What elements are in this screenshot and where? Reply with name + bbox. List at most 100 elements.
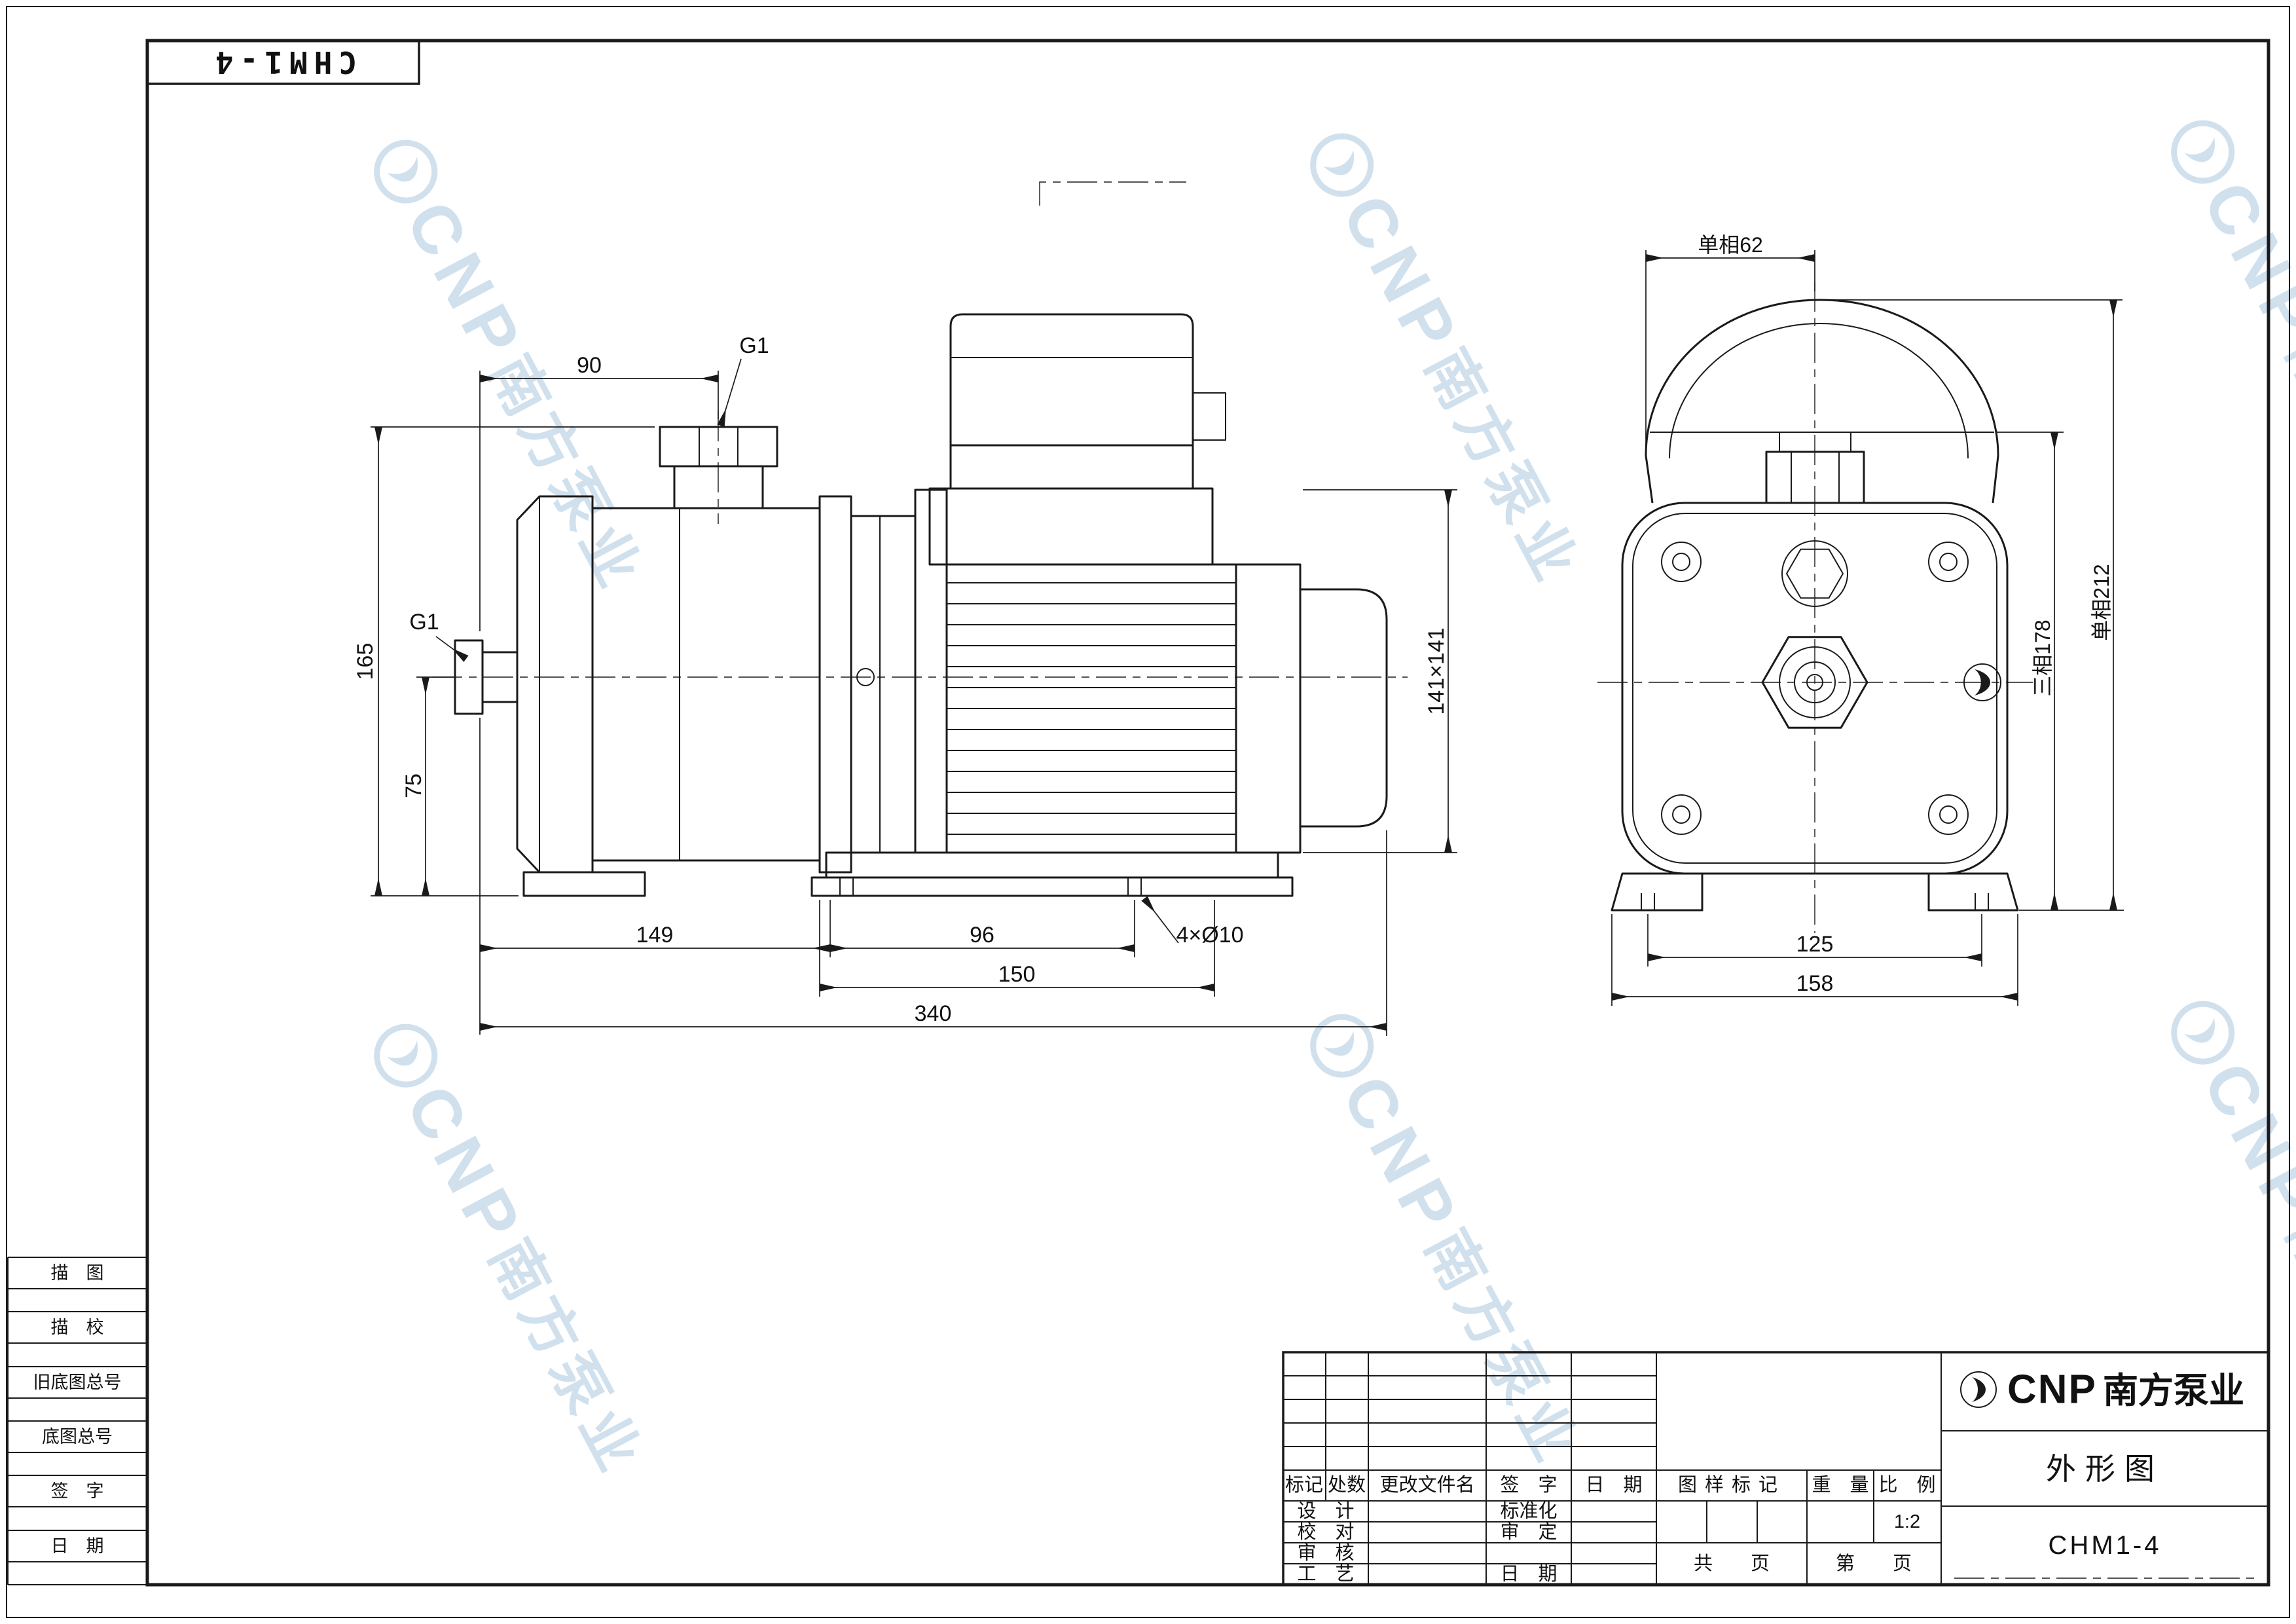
dim-62-extensions <box>1645 250 1815 451</box>
dim-165-extensions <box>371 426 655 896</box>
watermark-3: CNP 南方泵业 <box>2171 120 2296 583</box>
cnp-mark-drop <box>1975 669 1990 695</box>
rev-file-header: 更改文件名 <box>1379 1474 1474 1496</box>
rev-date-header: 日 期 <box>1585 1475 1642 1496</box>
left-margin-strip: 描 图 描 校 旧底图总号 底图总号 签 字 日 期 <box>7 1257 147 1585</box>
bolt-bottom-left-inner <box>1672 805 1690 824</box>
cnp-mark-circle <box>1963 663 2001 701</box>
dim-96: 96 <box>830 900 1135 957</box>
motor-end-cap <box>1299 588 1388 828</box>
title-block: 标记 处数 更改文件名 签 字 日 期 设 计 校 对 审 核 工 艺 标准化 … <box>1282 1351 2270 1586</box>
watermark-4: CNP 南方泵业 <box>374 1024 655 1486</box>
watermark-brand: CNP <box>2189 1051 2296 1238</box>
strip-label-old-base-no: 旧底图总号 <box>33 1373 122 1392</box>
watermark-5: CNP 南方泵业 <box>1310 1014 1592 1476</box>
cnp-drop-icon <box>1323 150 1355 175</box>
dim-single-phase-212: 单相212 <box>1833 299 2123 910</box>
watermark-1: CNP 南方泵业 <box>374 139 655 602</box>
dim-g1-left: G1 <box>409 610 469 662</box>
cnp-logo-icon <box>374 1024 438 1088</box>
dim-g1-top-label: G1 <box>739 333 769 358</box>
motor-rear-housing <box>1235 563 1302 854</box>
dim-141x141: 141×141 <box>1303 489 1457 853</box>
front-foot-slots <box>1641 893 1989 910</box>
dim-bolt-holes-label: 4×Ø10 <box>1176 923 1243 948</box>
dim-bolt-holes: 4×Ø10 <box>1141 896 1244 948</box>
role-process: 工 艺 <box>1297 1563 1354 1585</box>
inner-frame <box>145 39 2270 1587</box>
upper-plug-hex <box>1786 548 1844 599</box>
discharge-hex-nut <box>659 426 778 468</box>
front-foot-right <box>1927 872 2019 912</box>
doc-code-border <box>146 39 420 85</box>
rev-count-header: 处数 <box>1328 1474 1366 1496</box>
dim-340: 340 <box>480 830 1387 1036</box>
pump-foot <box>522 871 646 897</box>
dim-158-extensions <box>1611 914 2018 1006</box>
terminal-box-lower <box>949 444 1194 490</box>
drawing-title: 外形图 <box>2046 1452 2164 1486</box>
company-logo-drop-icon <box>1972 1377 1986 1402</box>
scale-value: 1:2 <box>1894 1511 1920 1532</box>
discharge-hex-facets <box>699 427 738 466</box>
dim-141-label: 141×141 <box>1424 627 1449 714</box>
bolt-bottom-right <box>1928 794 1969 835</box>
bolt-bottom-right-inner <box>1939 805 1958 824</box>
role-date: 日 期 <box>1500 1564 1557 1585</box>
title-block-border <box>1282 1351 2270 1586</box>
shaft-circle-outer <box>1779 646 1851 718</box>
watermark-brand: CNP <box>392 1074 539 1261</box>
motor-base-plate <box>811 876 1294 897</box>
rev-mark-header: 标记 <box>1285 1474 1323 1496</box>
dim-150: 150 <box>819 900 1215 997</box>
dim-75: 75 <box>401 676 455 896</box>
doc-code-text: CHM1-4 <box>209 45 357 80</box>
outer-border <box>6 6 2290 1618</box>
dim-125-label: 125 <box>1796 932 1834 957</box>
role-approve: 审 定 <box>1500 1521 1557 1543</box>
cnp-drop-icon <box>2184 1018 2215 1043</box>
watermark-brand-cn: 南方泵业 <box>477 345 655 602</box>
dim-178-label: 三相178 <box>2031 619 2054 696</box>
terminal-box-phantom-line <box>1039 181 1186 206</box>
front-foot-left <box>1611 872 1704 912</box>
front-view-dimensions: 单相62 三相178 单相212 125 158 <box>1611 233 2124 1006</box>
pump-side-view: 90 G1 G1 165 75 14 <box>353 181 1457 1036</box>
bolt-bottom-left <box>1661 794 1702 835</box>
dim-90: 90 <box>479 353 719 631</box>
cnp-drop-icon <box>387 1041 418 1066</box>
cable-conduit <box>1192 392 1226 441</box>
page-no: 第 页 <box>1836 1553 1912 1574</box>
watermark-brand-cn: 南方泵业 <box>2274 1206 2296 1464</box>
role-design: 设 计 <box>1297 1500 1354 1522</box>
dim-340-label: 340 <box>915 1001 952 1026</box>
watermark-2: CNP 南方泵业 <box>1310 133 1592 595</box>
watermark-brand-cn: 南方泵业 <box>2274 325 2296 583</box>
terminal-box-base <box>928 487 1214 566</box>
cnp-logo-icon <box>1310 133 1374 197</box>
dim-141-extensions <box>1303 489 1457 853</box>
dim-149-extensions <box>479 718 831 1035</box>
mark-header: 图样标记 <box>1678 1474 1785 1496</box>
title-block-gridlines <box>1283 1352 2269 1585</box>
dim-150-extensions <box>819 900 1215 997</box>
dim-g1-left-leader <box>435 636 469 662</box>
dim-212-label: 单相212 <box>2090 564 2113 640</box>
dim-bolt-holes-leader <box>1141 896 1179 944</box>
upper-plug-circle <box>1781 540 1848 607</box>
shaft-circle-inner <box>1806 674 1823 691</box>
rev-sign-header: 签 字 <box>1500 1474 1557 1496</box>
role-standard: 标准化 <box>1500 1500 1557 1522</box>
shaft-hex <box>1761 636 1868 729</box>
shaft-circle-mid <box>1794 661 1836 703</box>
embossed-cnp-mark <box>1963 663 2001 701</box>
cnp-logo-icon <box>374 139 438 204</box>
cnp-logo-icon <box>1310 1014 1374 1078</box>
pages-total: 共 页 <box>1694 1553 1770 1574</box>
dim-158: 158 <box>1611 914 2018 1006</box>
strip-label-trace: 描 图 <box>51 1263 104 1283</box>
port-hex-end-facets <box>1791 452 1840 503</box>
dim-96-label: 96 <box>970 923 994 948</box>
